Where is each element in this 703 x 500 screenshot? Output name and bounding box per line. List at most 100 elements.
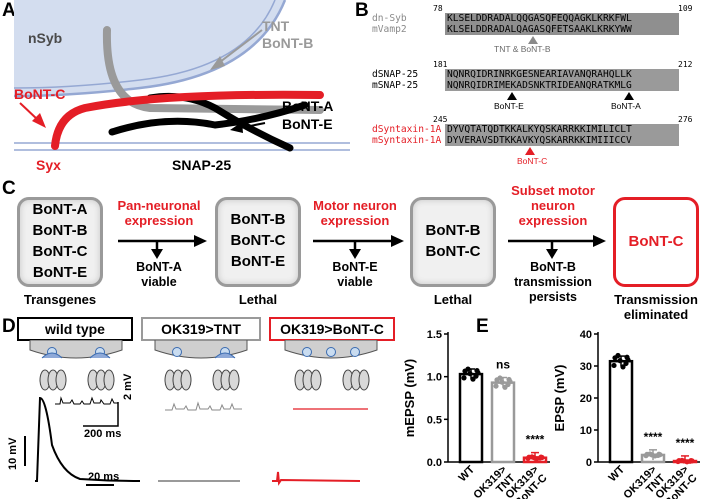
syx-bontc-label: BoNT-C — [517, 156, 548, 166]
step2-title-line: Motor neuron — [313, 198, 397, 213]
label-snap25: SNAP-25 — [172, 157, 232, 173]
y-tick-label: 1.0 — [427, 372, 442, 384]
syx-name-2: mSyntaxin-1A — [372, 135, 442, 146]
syb-start: 78 — [433, 4, 443, 13]
data-point — [675, 458, 681, 465]
transgene-box-c: BoNT-C — [613, 197, 699, 287]
data-point — [467, 371, 473, 377]
category-label: WT — [607, 463, 628, 484]
step2-result: BoNT-E viable — [306, 260, 404, 290]
epsp-trace-wt — [35, 396, 141, 482]
data-point — [538, 454, 544, 460]
nmj-schematics — [24, 340, 378, 486]
step3-result-line: BoNT-B — [530, 260, 576, 274]
syx-seq-2: DYVERAVSDTKKAVKYQSKARRKKIMIIICCV — [447, 135, 632, 146]
step3-title-line: Subset motor — [511, 183, 595, 198]
y-tick-label: 0.0 — [427, 457, 442, 469]
label-tnt: TNT — [262, 18, 290, 34]
caption-lethal-1: Lethal — [238, 292, 278, 307]
mini-trace-wt — [55, 396, 118, 405]
y-tick-label: 30 — [580, 361, 592, 373]
syb-cleavage-marker — [528, 36, 538, 44]
step3-title-line: expression — [518, 213, 588, 228]
step1-title-line: Pan-neuronal — [117, 198, 201, 213]
syx-start: 245 — [433, 115, 448, 124]
snap-name-2: mSNAP-25 — [372, 80, 419, 91]
snare-complex-diagram — [13, 0, 350, 152]
step2-result-line: viable — [337, 275, 373, 289]
panel-label-e: E — [476, 316, 489, 337]
box1-item: BoNT-C — [32, 243, 88, 260]
data-point — [470, 376, 476, 382]
box3-item: BoNT-B — [425, 222, 481, 239]
snap-seq-2: NQNRQIDRIMEKADSNKTRIDEANQRATKMLG — [447, 80, 632, 91]
data-point — [643, 453, 649, 459]
epsp-scale-v: 10 mV — [7, 437, 19, 470]
data-point — [624, 354, 630, 360]
transgene-box-bc: BoNT-B BoNT-C — [410, 197, 496, 287]
y-tick-label: 0 — [586, 457, 592, 469]
step2-title: Motor neuron expression — [306, 198, 404, 228]
caption-lethal-2: Lethal — [433, 292, 473, 307]
mini-scale-t: 200 ms — [84, 428, 122, 440]
y-axis-label: mEPSP (mV) — [402, 359, 417, 438]
step-arrows — [118, 235, 606, 259]
box3-item: BoNT-C — [425, 243, 481, 260]
caption-transmission: Transmission eliminated — [596, 292, 703, 322]
label-bonta: BoNT-A — [282, 98, 334, 114]
panel-label-b: B — [355, 0, 369, 21]
header-tnt: OK319>TNT — [141, 317, 261, 341]
data-point — [497, 375, 503, 381]
step1-title: Pan-neuronal expression — [110, 198, 208, 228]
significance-label: ns — [496, 358, 510, 372]
box1-item: BoNT-A — [32, 201, 88, 218]
panel-label-a: A — [2, 0, 16, 21]
category-label: WT — [457, 463, 478, 484]
syb-end: 109 — [678, 4, 693, 13]
box4-item: BoNT-C — [628, 233, 684, 250]
step3-result: BoNT-B transmission persists — [500, 260, 606, 305]
box2-item: BoNT-E — [230, 253, 286, 270]
bar — [458, 372, 484, 464]
data-point — [506, 376, 512, 383]
syb-seq-1: KLSELDDRADALQQGASQFEQQAGKLKRKFWL — [447, 13, 632, 24]
data-point — [474, 367, 480, 374]
data-point — [461, 375, 467, 381]
step1-result: BoNT-A viable — [110, 260, 208, 290]
terminal-bontc — [284, 340, 378, 359]
data-point — [525, 455, 531, 461]
step1-result-line: BoNT-A — [136, 260, 182, 274]
syb-seq-2: KLSELDDRADALQAGASQFETSAAKLKRKYWW — [447, 24, 632, 35]
y-axis-label: EPSP (mV) — [552, 365, 567, 432]
label-syx: Syx — [36, 157, 61, 173]
data-point — [620, 364, 626, 370]
snap-bonte-marker — [507, 92, 517, 100]
data-point — [649, 452, 655, 458]
data-point — [615, 352, 621, 359]
snap-bonte-label: BoNT-E — [494, 101, 524, 111]
data-point — [465, 366, 471, 372]
snap-seq-1: NQNRQIDRINRKGESNEARIAVANQRAHQLLK — [447, 69, 632, 80]
step3-title-line: neuron — [530, 198, 576, 213]
box2-item: BoNT-B — [230, 211, 286, 228]
label-nsyb: nSyb — [28, 30, 63, 46]
caption-transgenes: Transgenes — [23, 292, 97, 307]
box1-item: BoNT-B — [32, 222, 88, 239]
box1-item: BoNT-E — [32, 264, 88, 281]
transgene-box-all: BoNT-A BoNT-B BoNT-C BoNT-E — [17, 197, 103, 287]
data-point — [493, 383, 499, 389]
box2-item: BoNT-C — [230, 232, 286, 249]
terminal-wt — [29, 340, 123, 359]
data-point — [617, 358, 623, 364]
caption-line: Transmission — [614, 292, 698, 307]
transgene-box-bce: BoNT-B BoNT-C BoNT-E — [215, 197, 301, 287]
syx-shade — [445, 124, 679, 146]
syb-shade — [445, 13, 679, 35]
data-point — [611, 362, 617, 369]
syb-name-2: mVamp2 — [372, 24, 407, 35]
data-point — [499, 379, 505, 385]
syb-name-1: dn-Syb — [372, 13, 407, 24]
epsp-scale-t: 20 ms — [88, 471, 120, 483]
bar — [490, 381, 516, 464]
step3-title: Subset motor neuron expression — [500, 183, 606, 228]
